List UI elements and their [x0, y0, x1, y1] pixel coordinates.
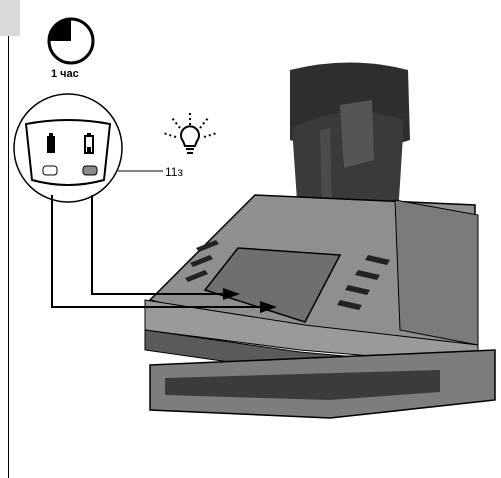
- battery-charging-icon: [82, 133, 98, 176]
- light-bulb-icon: [162, 112, 218, 154]
- clock-quarter-icon: [47, 17, 95, 65]
- charger-body: [144, 194, 496, 419]
- left-margin-rule: [8, 36, 9, 478]
- reference-number: 11з: [165, 165, 183, 179]
- arrow-icon: [223, 288, 277, 313]
- time-label: 1 час: [51, 68, 79, 80]
- page-corner-tab: [0, 0, 20, 36]
- battery-full-icon: [42, 133, 58, 176]
- indicator-magnifier: [13, 93, 123, 203]
- battery-pack: [290, 62, 410, 224]
- callout-lines: [51, 195, 262, 308]
